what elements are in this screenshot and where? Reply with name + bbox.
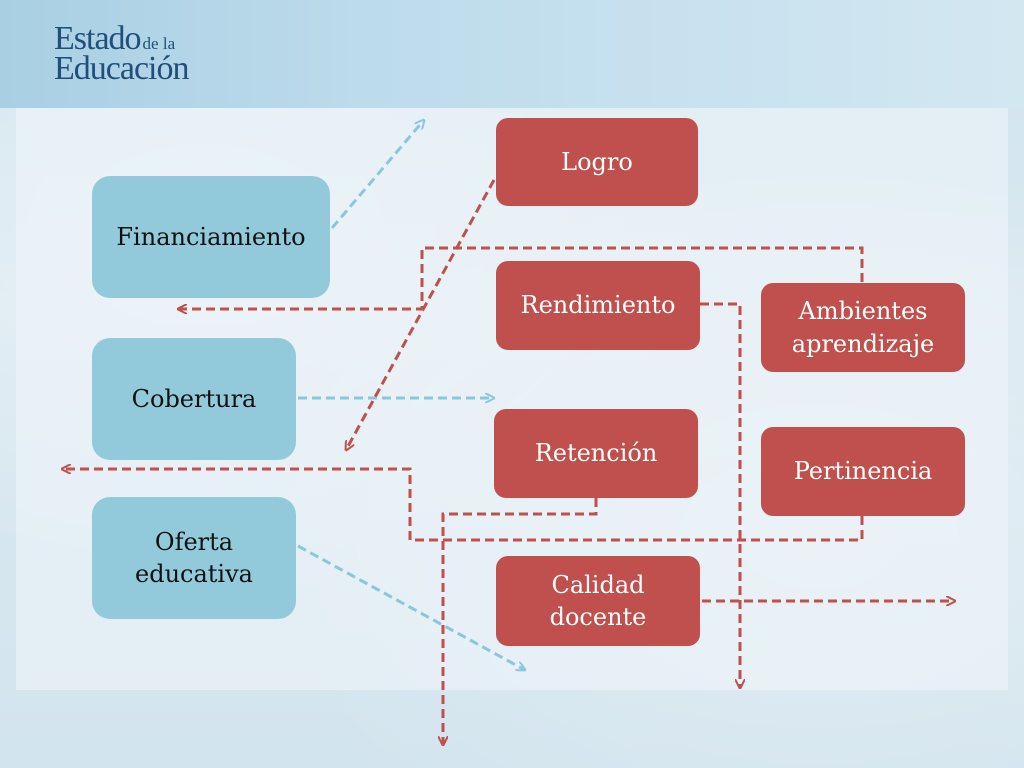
box-calidad-docente: Calidad docente — [496, 556, 700, 646]
header-band — [0, 0, 1024, 108]
box-rendimiento: Rendimiento — [496, 261, 700, 350]
box-logro: Logro — [496, 118, 698, 206]
box-retencion: Retención — [494, 409, 698, 498]
arrow-logro-to-cobertura — [346, 179, 496, 450]
box-financiamiento: Financiamiento — [92, 176, 330, 298]
arrow-pertinencia-to-left — [62, 469, 864, 542]
arrow-retencion-down — [443, 498, 598, 745]
logo: Estado de la Educación — [54, 22, 189, 86]
logo-text-de-la: de la — [142, 34, 176, 53]
box-oferta-educativa: Oferta educativa — [92, 497, 296, 619]
arrow-rendimiento-down — [700, 302, 740, 688]
box-ambientes-aprendizaje: Ambientes aprendizaje — [761, 283, 965, 372]
box-pertinencia: Pertinencia — [761, 427, 965, 516]
box-cobertura: Cobertura — [92, 338, 296, 460]
logo-text-estado: Estado — [54, 20, 142, 57]
arrow-financiamiento-out — [330, 120, 424, 229]
logo-text-educacion: Educación — [54, 50, 189, 87]
arrow-oferta-out — [297, 544, 525, 670]
arrow-ambientes-to-financiamiento — [178, 246, 864, 309]
